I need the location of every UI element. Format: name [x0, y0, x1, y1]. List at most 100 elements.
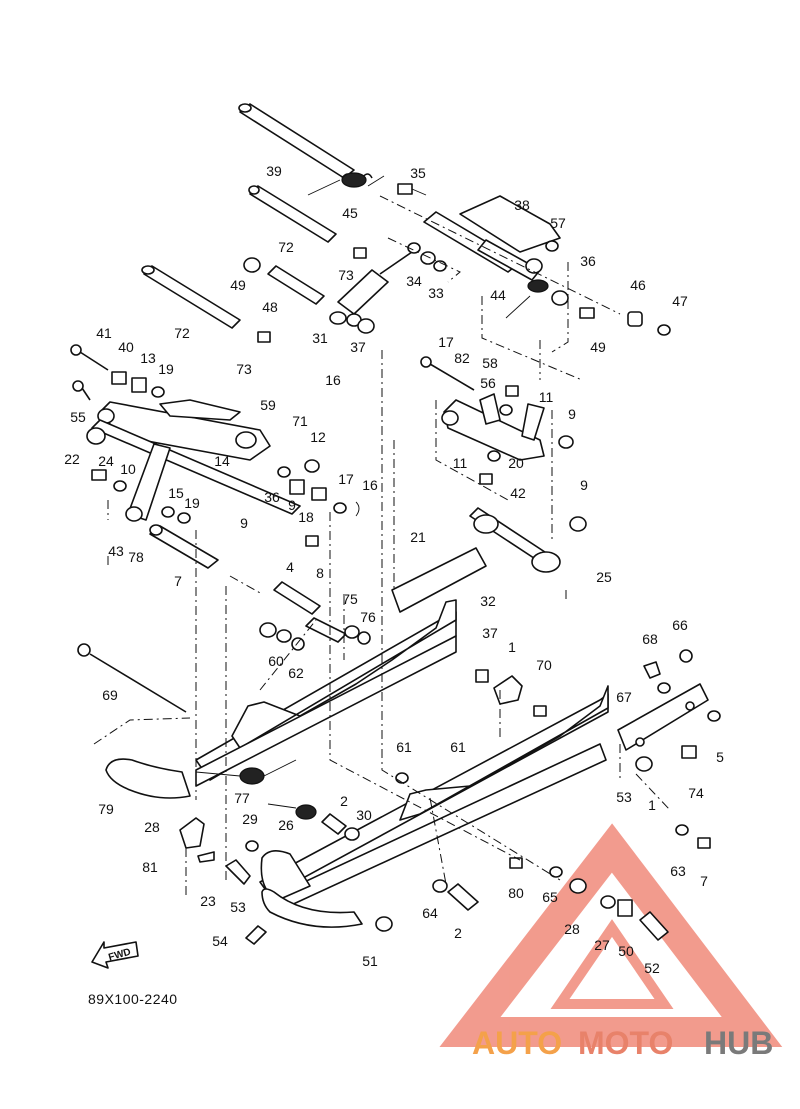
bolt-13: [70, 344, 109, 371]
washer-53-lower: [549, 866, 563, 878]
washer-28-mid: [344, 827, 360, 841]
callout-39: 39: [266, 163, 282, 179]
callout-15: 15: [168, 485, 184, 501]
brackets-17-16-19-lower: [277, 466, 360, 517]
callout-12: 12: [310, 429, 326, 445]
callout-50: 50: [618, 943, 634, 959]
shaft-72-lower: [141, 265, 241, 329]
callout-52: 52: [644, 960, 660, 976]
tube-25: [273, 581, 321, 615]
fwd-arrow-icon: FWD: [91, 941, 139, 969]
shock-absorber: [329, 242, 421, 334]
callout-81: 81: [142, 859, 158, 875]
bolt-40: [579, 307, 595, 319]
callout-49: 49: [230, 277, 246, 293]
watermark-word-3: HUB: [704, 1025, 773, 1061]
rear-arm-42: [441, 393, 545, 461]
callout-68: 68: [642, 631, 658, 647]
ski-runner-2-lower: [261, 888, 363, 928]
callout-1: 1: [508, 639, 516, 655]
callout-37: 37: [350, 339, 366, 355]
spring-29: [267, 803, 317, 820]
callout-55: 55: [70, 409, 86, 425]
callout-24: 24: [98, 453, 114, 469]
callout-17: 17: [338, 471, 354, 487]
callout-13: 13: [140, 350, 156, 366]
callout-74: 74: [688, 785, 704, 801]
bolts-60-62-61: [643, 649, 721, 722]
callout-2: 2: [454, 925, 462, 941]
bracket-75: [391, 547, 487, 613]
callout-19: 19: [158, 361, 174, 377]
bolt-21: [305, 535, 319, 547]
callout-11: 11: [539, 389, 554, 405]
callout-53: 53: [616, 789, 632, 805]
callout-62: 62: [288, 665, 304, 681]
shaft-39: [238, 103, 355, 179]
callout-14: 14: [214, 453, 230, 469]
callout-63: 63: [670, 863, 686, 879]
nut-11-rear: [505, 385, 519, 397]
callout-7: 7: [700, 873, 708, 889]
watermark-word-1: AUTO: [472, 1025, 562, 1061]
washer-7-lower: [245, 840, 259, 852]
callout-17: 17: [438, 334, 454, 350]
bolt-43: [479, 473, 493, 485]
callout-70: 70: [536, 657, 552, 673]
callout-75: 75: [342, 591, 358, 607]
watermark-text: AUTO MOTO HUB: [472, 1025, 773, 1061]
watermark-word-2: MOTO: [578, 1025, 673, 1061]
spring-45: [307, 172, 385, 196]
bolt-35: [397, 183, 427, 196]
callout-11: 11: [453, 455, 468, 471]
callout-59: 59: [260, 397, 276, 413]
callout-23: 23: [200, 893, 216, 909]
callout-34: 34: [406, 273, 422, 289]
bolt-68: [475, 669, 489, 683]
callout-77: 77: [234, 790, 250, 806]
callout-37: 37: [482, 625, 498, 641]
callout-42: 42: [510, 485, 526, 501]
callout-47: 47: [672, 293, 688, 309]
callout-64: 64: [422, 905, 438, 921]
spring-44: [505, 279, 549, 319]
bolt-10: [91, 469, 107, 481]
front-arm-12: [97, 399, 271, 461]
cap-78: [569, 516, 587, 532]
callout-2: 2: [340, 793, 348, 809]
stopper-50-52-54-51: [569, 878, 669, 941]
bolt-71: [72, 380, 91, 401]
callout-35: 35: [410, 165, 426, 181]
bolt-23: [509, 857, 523, 869]
callout-9: 9: [240, 515, 248, 531]
callout-71: 71: [292, 413, 308, 429]
callout-82: 82: [454, 350, 470, 366]
callout-4: 4: [286, 559, 294, 575]
watermark-logo: [439, 823, 783, 1047]
bracket-plate-74: [617, 683, 709, 751]
callout-32: 32: [480, 593, 496, 609]
callout-30: 30: [356, 807, 372, 823]
washer-81-bolt-80: [675, 824, 711, 849]
callout-49: 49: [590, 339, 606, 355]
callout-61: 61: [396, 739, 412, 755]
spring-30: [195, 759, 297, 785]
block-63: [179, 817, 205, 849]
callout-51: 51: [362, 953, 378, 969]
callout-69: 69: [102, 687, 118, 703]
callout-28: 28: [564, 921, 580, 937]
collar-26: [321, 813, 347, 835]
callout-73: 73: [338, 267, 354, 283]
cap-79: [635, 756, 653, 772]
callout-21: 21: [410, 529, 426, 545]
callout-48: 48: [262, 299, 278, 315]
callout-28: 28: [144, 819, 160, 835]
callout-53: 53: [230, 899, 246, 915]
callout-33: 33: [428, 285, 444, 301]
watermark-triangle-icon: [439, 823, 783, 1047]
callout-20: 20: [508, 455, 524, 471]
bolt-73-lower: [257, 331, 271, 343]
